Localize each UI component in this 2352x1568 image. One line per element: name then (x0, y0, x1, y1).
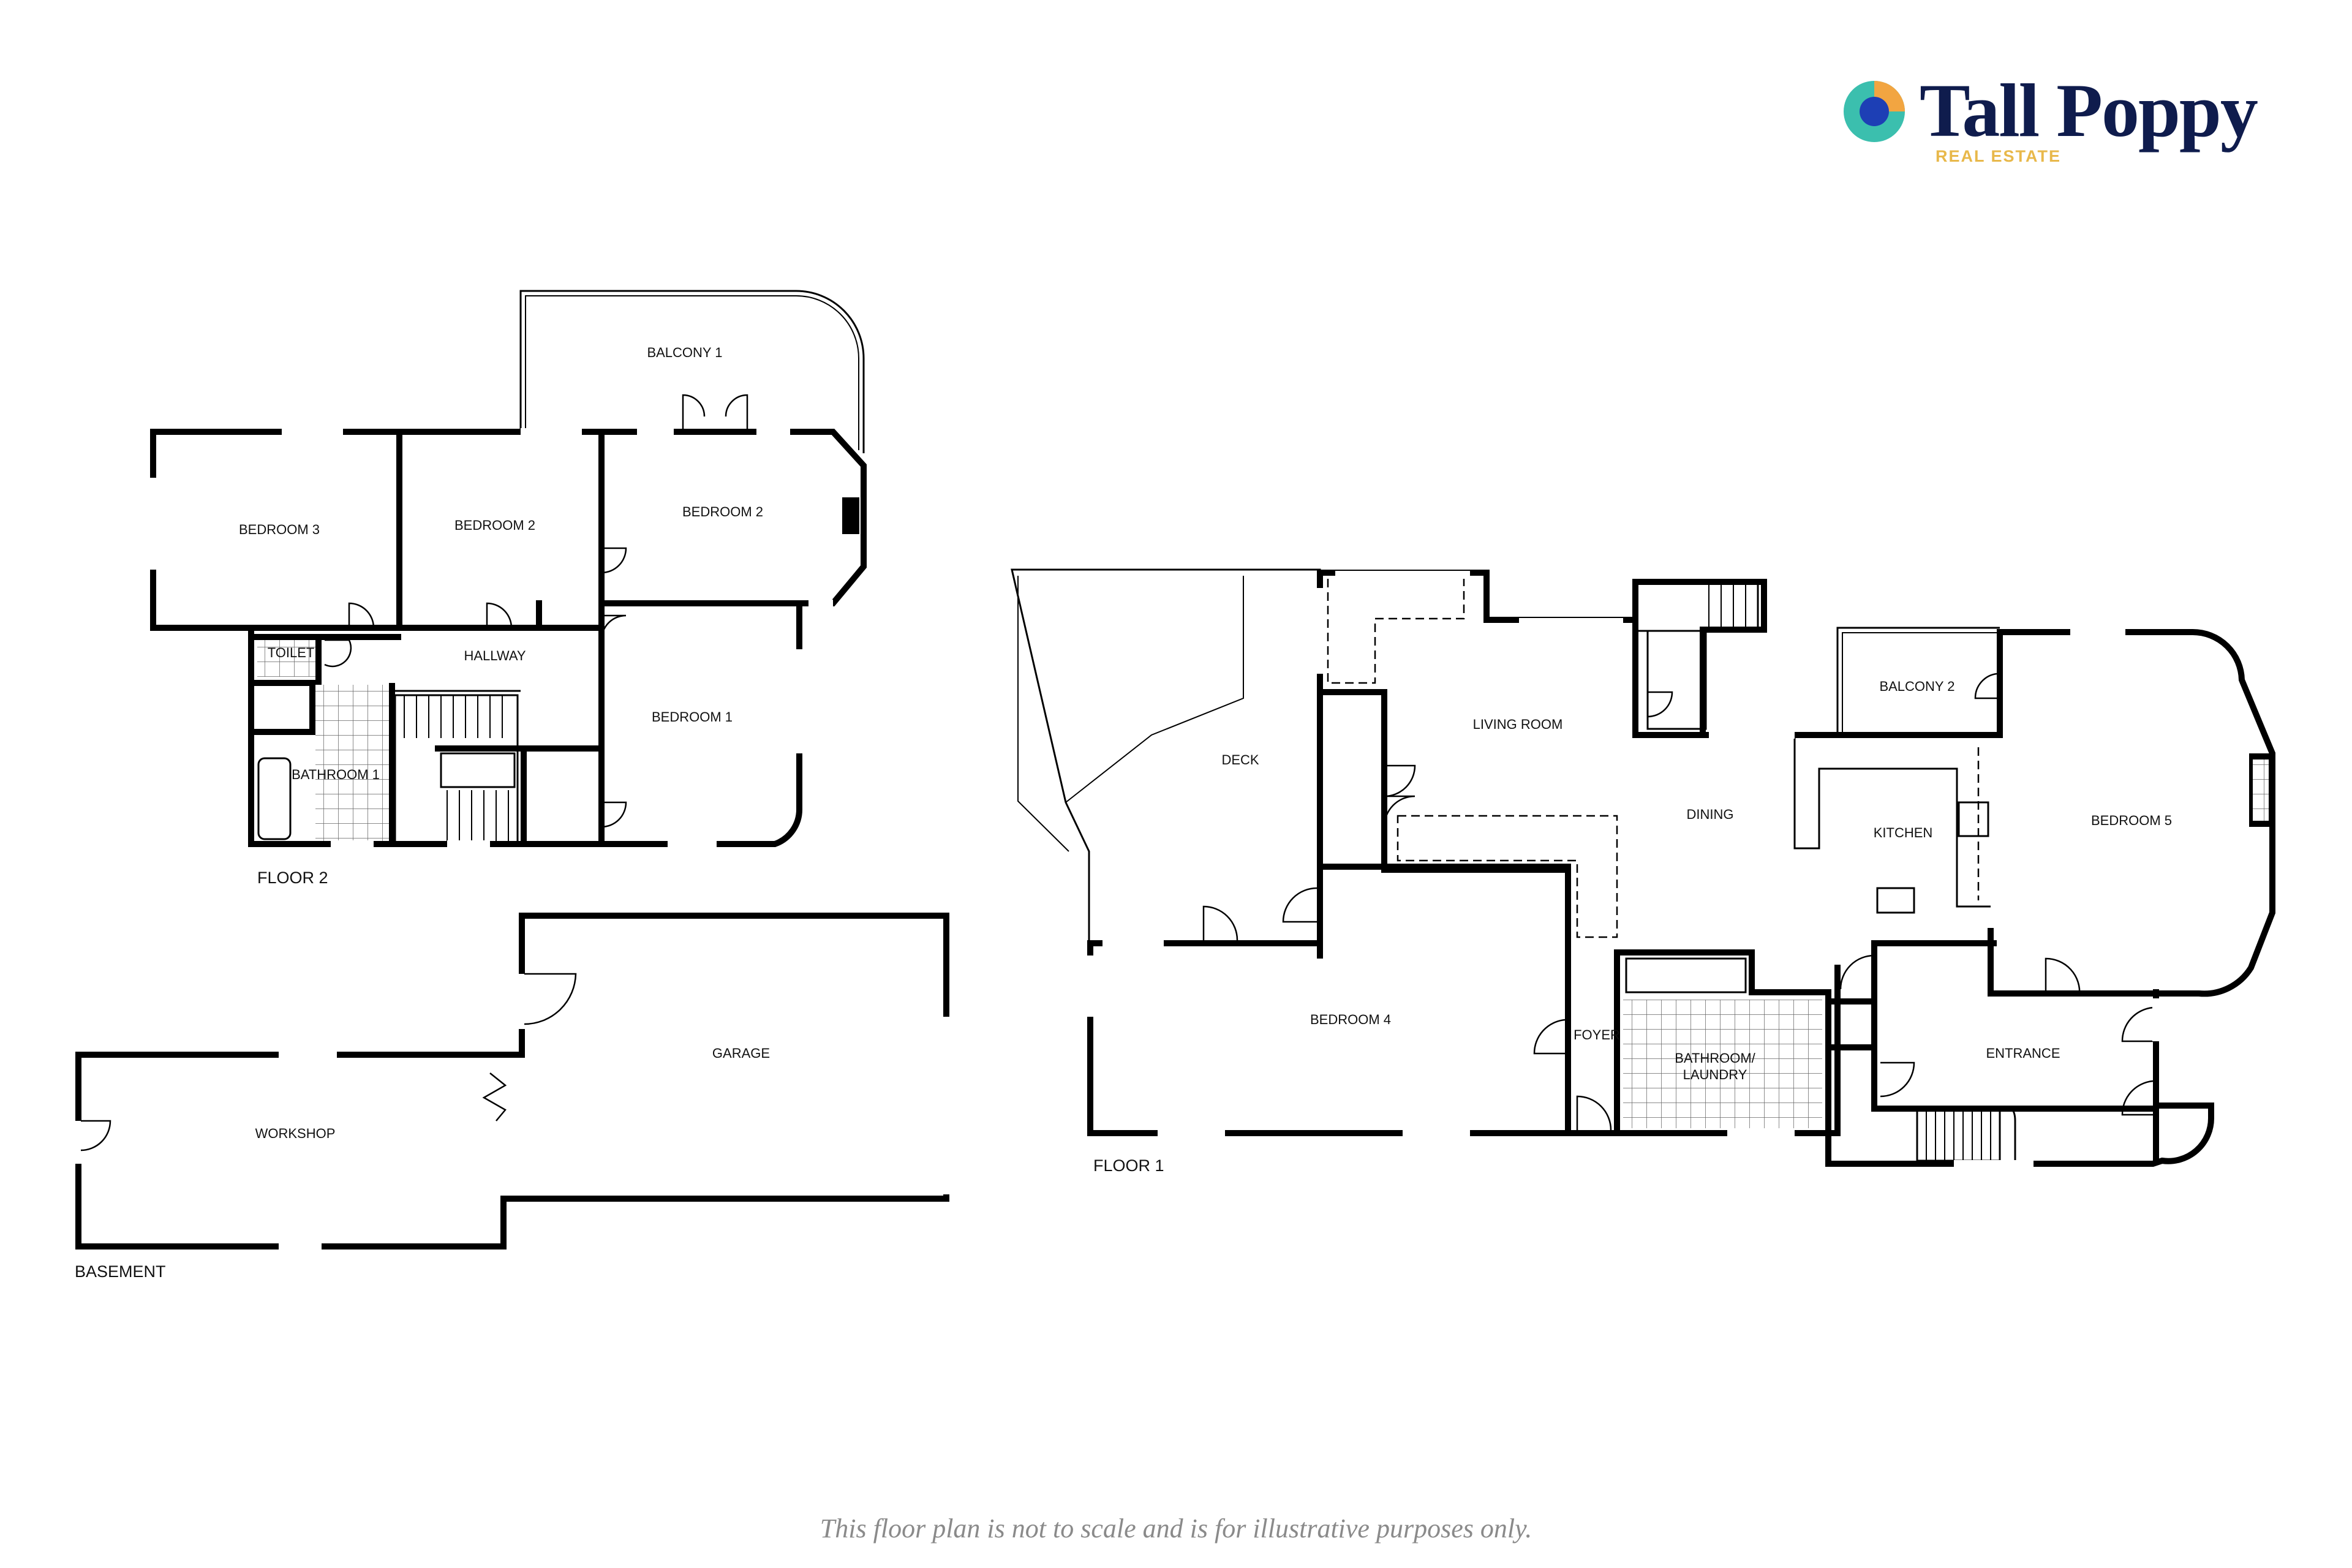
poppy-logo-icon (1844, 81, 1905, 142)
room-label-bedroom-5: BEDROOM 5 (2091, 813, 2172, 828)
brand-tagline: REAL ESTATE (1936, 147, 2062, 165)
brand-logo: Tall Poppy REAL ESTATE (1842, 67, 2332, 178)
floor-title-floor-2: FLOOR 2 (257, 869, 328, 887)
room-label-foyer: FOYER (1574, 1027, 1620, 1042)
floor-2-plan (149, 290, 867, 848)
room-label-workshop: WORKSHOP (255, 1126, 336, 1141)
floor-title-floor-1: FLOOR 1 (1093, 1156, 1164, 1175)
room-label-bedroom-3: BEDROOM 3 (239, 522, 320, 537)
room-label-bedroom-1: BEDROOM 1 (652, 709, 733, 725)
room-label-bedroom-2-left: BEDROOM 2 (454, 518, 535, 533)
room-label-bedroom-4: BEDROOM 4 (1310, 1012, 1391, 1027)
stairs-floor-1 (1634, 581, 1759, 730)
windows-floor-2 (149, 428, 833, 848)
room-label-bathroom-1: BATHROOM 1 (292, 767, 380, 782)
floor-1-plan (1011, 568, 2275, 1167)
doors-floor-1 (1202, 673, 2154, 1131)
room-label-toilet: TOILET (268, 645, 315, 660)
room-label-bathroom-laundry-line-2: LAUNDRY (1683, 1067, 1747, 1082)
floor-title-basement: BASEMENT (75, 1262, 166, 1281)
brand-name: Tall Poppy (1920, 69, 2258, 153)
basement-plan (75, 913, 950, 1250)
disclaimer-text: This floor plan is not to scale and is f… (820, 1513, 1532, 1544)
room-label-kitchen: KITCHEN (1874, 825, 1933, 840)
room-label-bedroom-2-right: BEDROOM 2 (682, 504, 763, 519)
room-label-entrance: ENTRANCE (1986, 1046, 2060, 1061)
room-label-balcony-1: BALCONY 1 (647, 345, 722, 360)
room-label-dining: DINING (1687, 807, 1734, 822)
room-label-balcony-2: BALCONY 2 (1879, 679, 1954, 694)
floor-titles: FLOOR 2 BASEMENT FLOOR 1 (75, 869, 1164, 1281)
windows-floor-1 (1087, 569, 2160, 1167)
room-labels: BALCONY 1 BEDROOM 3 BEDROOM 2 BEDROOM 2 … (239, 345, 2172, 1141)
room-label-hallway: HALLWAY (464, 648, 526, 663)
room-label-bathroom-laundry-line-1: BATHROOM/ (1675, 1050, 1755, 1066)
room-label-living-room: LIVING ROOM (1473, 717, 1563, 732)
room-label-deck: DECK (1221, 752, 1259, 767)
stairs-entrance (1916, 1106, 2016, 1162)
room-label-garage: GARAGE (712, 1046, 770, 1061)
stairs-floor-2 (394, 690, 521, 843)
